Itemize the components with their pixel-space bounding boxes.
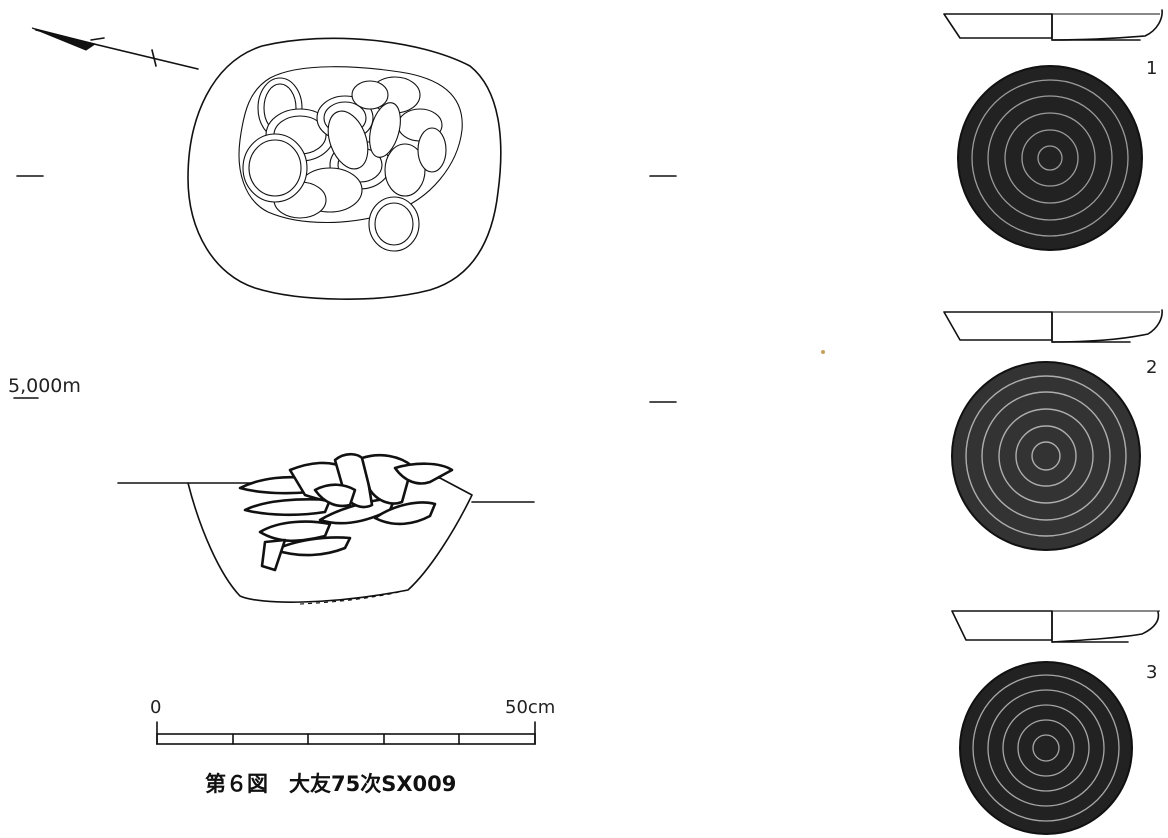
pottery-sherds-plan [242,76,447,252]
artifact-1-profile [943,13,1053,39]
pottery-sherds-section [238,452,454,572]
artifact-1-rubbing [957,65,1143,251]
artifact-1-number: 1 [1146,58,1157,79]
artifact-2-profile [943,311,1053,341]
figure-caption: 第６図 大友75次SX009 [205,772,456,796]
pit-plan-view [16,27,677,300]
artifact-2: 2 [943,309,1163,551]
elevation-label: 5,000m [8,375,81,397]
pit-section-view [13,397,677,605]
pit-profile [187,477,473,603]
artifact-3-rubbing [959,661,1133,835]
artifact-3-profile [951,610,1053,641]
pit-base-dashed-line [299,589,409,605]
north-arrow-icon [31,27,199,70]
scale-bar-start-label: 0 [150,697,161,718]
artifact-3: 3 [951,610,1160,835]
scale-bar: 0 50cm [150,697,555,745]
artifact-3-section [1051,610,1160,643]
artifact-2-rubbing [951,361,1141,551]
artifact-1: 1 [943,9,1163,251]
artifact-3-number: 3 [1146,662,1157,683]
speck-mark [821,350,825,354]
artifact-2-number: 2 [1146,357,1157,378]
pit-outline [187,37,502,300]
artifact-2-section [1051,309,1163,343]
scale-bar-end-label: 50cm [505,697,555,718]
